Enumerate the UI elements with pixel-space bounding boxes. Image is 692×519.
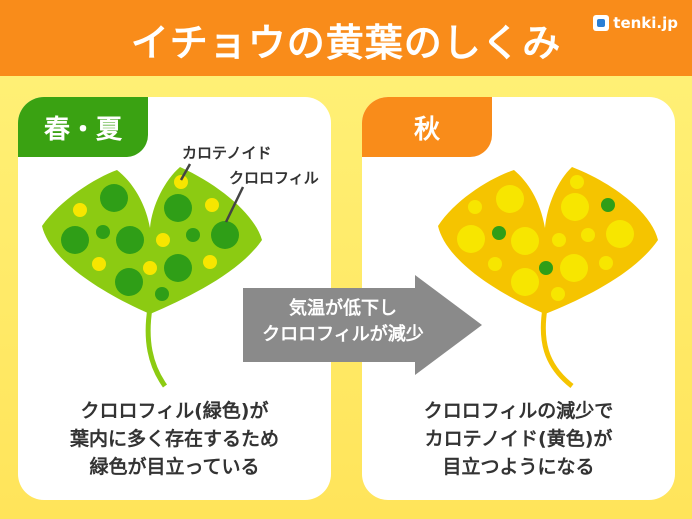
season-tab-autumn: 秋: [362, 97, 492, 157]
desc-line: クロロフィルの減少で: [423, 400, 614, 422]
desc-line: カロテノイド(黄色)が: [424, 428, 613, 450]
page-title: イチョウの黄葉のしくみ: [130, 21, 562, 65]
yellow-ginkgo-leaf-icon: [438, 167, 658, 388]
desc-line: 目立つようになる: [442, 456, 595, 478]
logo-icon: [593, 15, 610, 31]
desc-line: 葉内に多く存在するため: [69, 428, 279, 450]
logo-text: tenki.jp: [613, 14, 678, 32]
desc-line: 緑色が目立っている: [89, 456, 260, 478]
arrow-line: 気温が低下し: [289, 298, 397, 319]
header-bar: イチョウの黄葉のしくみ tenki.jp: [0, 0, 692, 76]
autumn-description: クロロフィルの減少で カロテノイド(黄色)が 目立つようになる: [362, 397, 675, 481]
spring-summer-description: クロロフィル(緑色)が 葉内に多く存在するため 緑色が目立っている: [18, 397, 331, 481]
arrow-text: 気温が低下し クロロフィルが減少: [243, 296, 443, 348]
arrow-line: クロロフィルが減少: [262, 324, 424, 345]
tenki-logo: tenki.jp: [593, 14, 678, 32]
green-ginkgo-leaf-icon: [42, 163, 262, 388]
season-tab-spring-summer: 春・夏: [18, 97, 148, 157]
carotenoid-label: カロテノイド: [182, 144, 272, 162]
chlorophyll-label: クロロフィル: [229, 169, 319, 187]
arrow-right-icon: [243, 275, 482, 375]
desc-line: クロロフィル(緑色)が: [80, 400, 269, 422]
